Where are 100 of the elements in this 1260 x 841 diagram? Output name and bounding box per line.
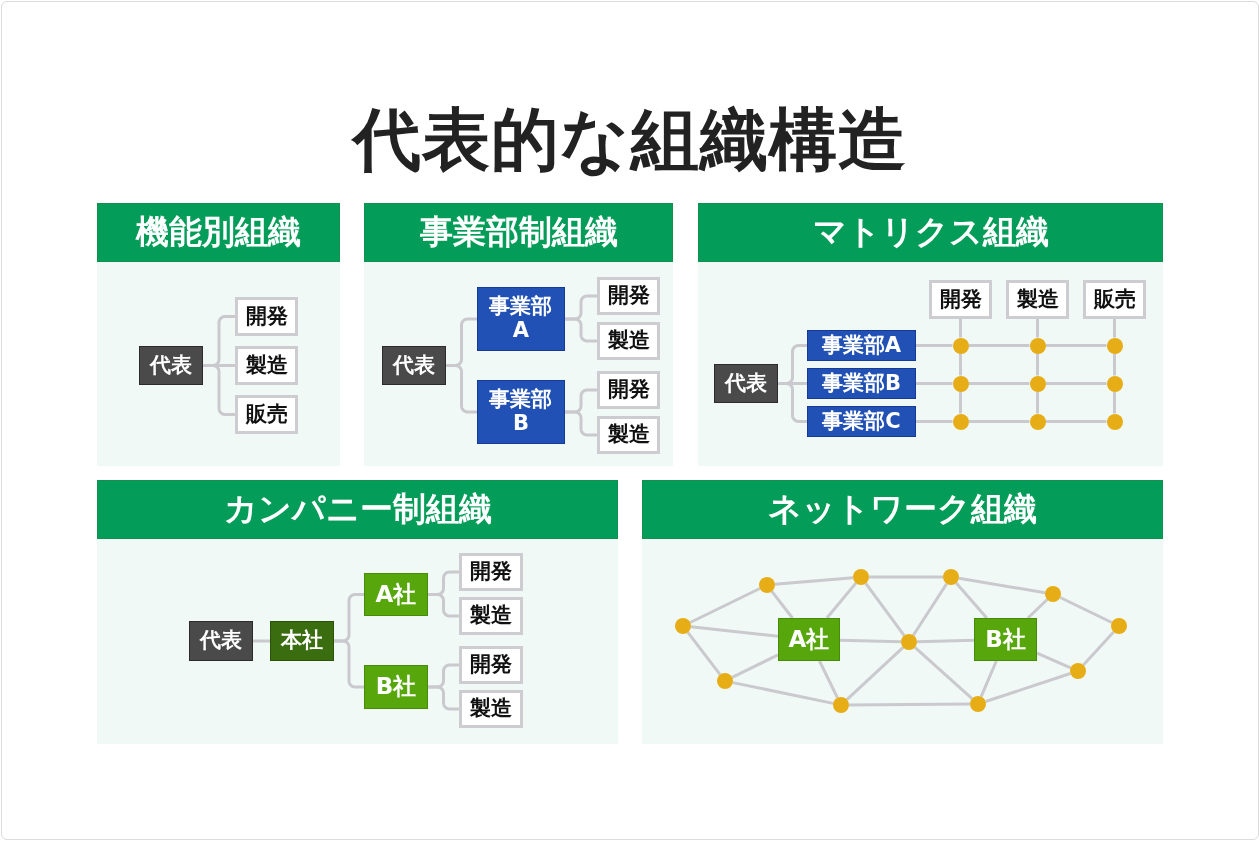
junction-dot: [1111, 618, 1127, 634]
function-box: 製造: [459, 690, 523, 728]
function-box: 製造: [459, 597, 523, 635]
junction-dot: [943, 569, 959, 585]
connector-line: [770, 590, 794, 619]
connector-line: [864, 582, 906, 637]
junction-dot: [1106, 413, 1123, 430]
junction-dot: [952, 337, 969, 354]
connector-line: [845, 646, 905, 701]
executive-box: 代表: [382, 346, 446, 385]
connector-line: [979, 660, 998, 698]
connector-line: [912, 582, 948, 637]
connector-line: [839, 638, 902, 644]
connector-line: [968, 420, 1030, 423]
connector-line: [778, 382, 807, 423]
connector-line: [565, 317, 597, 343]
connector-line: [689, 587, 761, 624]
executive-box: 代表: [139, 346, 203, 385]
connector-line: [334, 639, 364, 689]
function-box: 開発: [459, 646, 523, 684]
connector-line: [1113, 391, 1116, 414]
company-box: B社: [974, 618, 1037, 661]
junction-dot: [901, 634, 917, 650]
connector-line: [825, 582, 858, 619]
connector-line: [565, 410, 597, 437]
junction-dot: [833, 697, 849, 713]
panel-card: [698, 203, 1163, 466]
connector-line: [1036, 391, 1039, 414]
panel-card: [642, 480, 1163, 744]
connector-line: [985, 672, 1071, 703]
connector-line: [732, 681, 834, 705]
connector-line: [686, 631, 722, 676]
function-box: 製造: [235, 346, 298, 385]
company-box: A社: [778, 618, 840, 661]
connector-line: [1045, 420, 1107, 423]
division-box: 事業部B: [477, 380, 565, 444]
panel-card: [97, 203, 340, 466]
executive-box: 代表: [714, 364, 778, 403]
junction-dot: [759, 577, 775, 593]
connector-line: [428, 685, 459, 711]
panel-heading: カンパニー制組織: [97, 480, 618, 539]
connector-line: [958, 576, 1046, 595]
junction-dot: [717, 673, 733, 689]
division-box: 事業部C: [807, 406, 916, 437]
function-box: 開発: [597, 371, 660, 409]
connector-line: [959, 391, 962, 414]
connector-line: [916, 638, 975, 644]
executive-box: 代表: [189, 621, 253, 661]
division-box: 事業部A: [807, 330, 916, 361]
connector-line: [916, 344, 953, 347]
panel-heading: マトリクス組織: [698, 203, 1163, 262]
connector-line: [818, 660, 839, 699]
division-box: 事業部A: [477, 287, 565, 351]
connector-line: [253, 639, 270, 643]
connector-line: [959, 319, 962, 338]
connector-line: [955, 582, 988, 619]
panel-heading: 機能別組織: [97, 203, 340, 262]
division-box: 事業部B: [807, 368, 916, 399]
junction-dot: [1106, 375, 1123, 392]
connector-line: [968, 382, 1030, 385]
function-box: 販売: [235, 395, 298, 434]
function-box: 製造: [597, 322, 660, 360]
connector-line: [774, 576, 854, 586]
junction-dot: [853, 569, 869, 585]
headquarters-box: 本社: [270, 621, 334, 661]
junction-dot: [1029, 413, 1046, 430]
connector-line: [731, 653, 779, 679]
connector-line: [913, 646, 974, 700]
connector-line: [1036, 353, 1039, 376]
connector-line: [1113, 319, 1116, 338]
connector-line: [446, 364, 477, 414]
function-box: 製造: [597, 416, 660, 454]
connector-line: [1082, 630, 1115, 667]
junction-dot: [675, 618, 691, 634]
function-box: 開発: [929, 280, 992, 319]
function-box: 開発: [235, 297, 298, 336]
connector-line: [849, 702, 970, 707]
junction-dot: [1045, 586, 1061, 602]
connector-line: [1045, 344, 1107, 347]
connector-line: [1059, 596, 1113, 624]
connector-line: [1036, 319, 1039, 338]
connector-line: [916, 420, 953, 423]
connector-line: [690, 625, 779, 638]
function-box: 開発: [459, 553, 523, 591]
connector-line: [959, 353, 962, 376]
junction-dot: [1106, 337, 1123, 354]
connector-line: [968, 344, 1030, 347]
connector-line: [203, 364, 235, 416]
connector-line: [1045, 382, 1107, 385]
diagram-title: 代表的な組織構造: [353, 99, 907, 181]
junction-dot: [952, 375, 969, 392]
company-box: B社: [364, 665, 428, 709]
connector-line: [428, 593, 459, 618]
junction-dot: [970, 696, 986, 712]
junction-dot: [952, 413, 969, 430]
junction-dot: [1070, 663, 1086, 679]
panel-heading: ネットワーク組織: [642, 480, 1163, 539]
junction-dot: [1029, 337, 1046, 354]
connector-line: [916, 382, 953, 385]
junction-dot: [1029, 375, 1046, 392]
